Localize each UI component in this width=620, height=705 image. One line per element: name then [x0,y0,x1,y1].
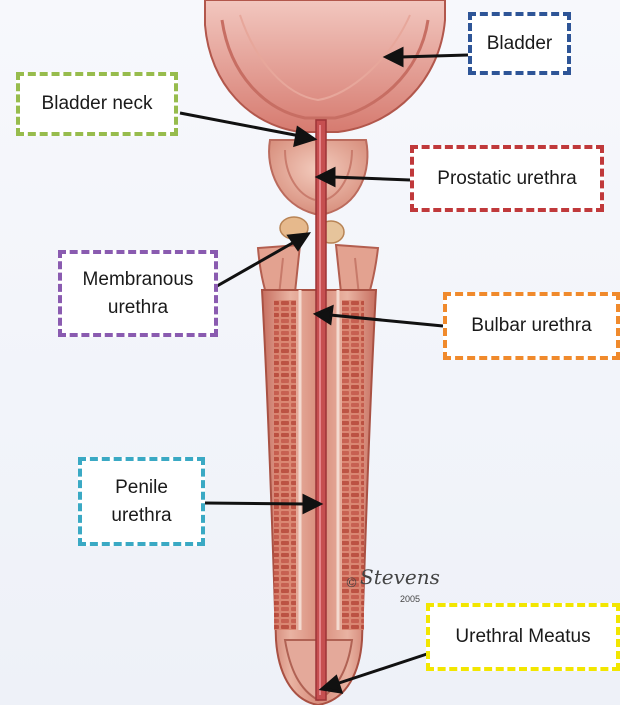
label-urethral-meatus: Urethral Meatus [426,603,620,671]
label-bulbar-urethra-text: Bulbar urethra [471,312,591,340]
label-bladder-neck: Bladder neck [16,72,178,136]
label-bladder: Bladder [468,12,571,75]
label-penile-line2: urethra [111,502,171,530]
label-bulbar-urethra: Bulbar urethra [443,292,620,360]
label-prostatic-urethra-text: Prostatic urethra [437,165,576,193]
svg-text:Stevens: Stevens [360,565,440,589]
label-penile-line1: Penile [111,474,171,502]
label-membranous-line2: urethra [83,294,194,322]
label-bladder-text: Bladder [487,30,553,58]
label-prostatic-urethra: Prostatic urethra [410,145,604,212]
label-penile-urethra: Penile urethra [78,457,205,546]
label-bladder-neck-text: Bladder neck [42,90,153,118]
label-membranous-line1: Membranous [83,266,194,294]
label-urethral-meatus-text: Urethral Meatus [455,623,590,651]
svg-text:©: © [345,576,358,591]
label-membranous-urethra: Membranous urethra [58,250,218,337]
svg-text:2005: 2005 [400,594,420,604]
